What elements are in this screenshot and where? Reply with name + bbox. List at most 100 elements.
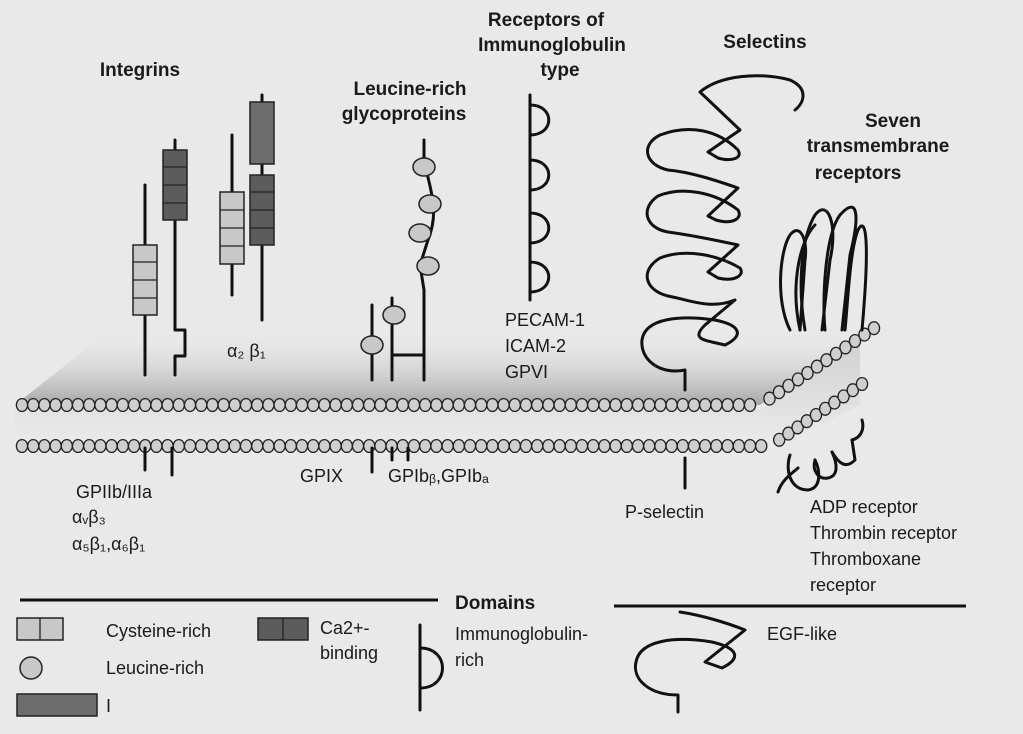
lipid-bead (418, 397, 432, 413)
gpix-label: GPIX (300, 466, 343, 486)
lipid-bead (340, 397, 354, 413)
lipid-bead (598, 438, 611, 454)
lipid-bead (138, 397, 152, 413)
gpib-ix-complex (360, 138, 442, 474)
lipid-bead (642, 438, 656, 454)
lipid-bead (809, 407, 823, 423)
lipid-bead (791, 420, 804, 435)
lipid-bead (329, 397, 342, 413)
i-domain-swatch (16, 693, 98, 717)
lipid-bead (116, 397, 130, 413)
lipid-bead (676, 438, 690, 454)
lipid-bead (564, 438, 578, 454)
lipid-bead (710, 438, 723, 454)
lipid-bead (262, 397, 275, 413)
leucine-rich-heading-line2: glycoproteins (342, 104, 467, 125)
lipid-bead (772, 385, 786, 400)
lipid-bead (82, 397, 96, 413)
lipid-bead (710, 397, 723, 413)
lipid-bead (228, 438, 242, 454)
legend-cysteine-label: Cysteine-rich (106, 621, 211, 641)
integrin-gpiib-iiia (132, 138, 188, 477)
lipid-bead (217, 438, 230, 454)
lipid-bead (150, 397, 163, 413)
legend-title: Domains (455, 593, 535, 614)
egf-like-swatch (633, 610, 747, 714)
lipid-bead (396, 397, 410, 413)
lipid-bead (631, 438, 645, 454)
lipid-bead (676, 397, 690, 413)
legend-i-label: I (106, 696, 111, 716)
lipid-bead (38, 438, 51, 454)
lipid-bead (239, 438, 253, 454)
lipid-bead (791, 372, 805, 387)
lipid-bead (329, 438, 342, 454)
lipid-bead (530, 397, 544, 413)
lipid-bead (374, 438, 387, 454)
leucine-rich-heading-line1: Leucine-rich (354, 79, 467, 100)
adp-receptor-label: ADP receptor (810, 497, 918, 517)
lipid-bead (161, 397, 174, 413)
lipid-bead (351, 438, 365, 454)
lipid-bead (262, 438, 275, 454)
lipid-bead (609, 438, 622, 454)
lipid-bead (239, 397, 253, 413)
lipid-bead (620, 438, 634, 454)
p-selectin (640, 74, 805, 490)
integrins-heading: Integrins (100, 60, 180, 81)
lipid-bead (665, 438, 678, 454)
lipid-bead (183, 397, 197, 413)
seven-tm-heading-line2: transmembrane (807, 136, 950, 157)
lipid-bead (721, 397, 734, 413)
lipid-bead (620, 397, 634, 413)
lipid-bead (318, 397, 331, 413)
lipid-bead (586, 397, 600, 413)
lipid-bead (463, 438, 477, 454)
lipid-bead (206, 397, 219, 413)
ig-receptors-heading-line3: type (540, 60, 579, 81)
lipid-bead (94, 397, 107, 413)
lipid-bead (49, 397, 62, 413)
legend-ca-label-line2: binding (320, 643, 378, 663)
lipid-bead (839, 340, 852, 355)
lipid-bead (828, 395, 841, 410)
lipid-bead (486, 397, 499, 413)
p-selectin-label: P-selectin (625, 502, 704, 522)
lipid-bead (575, 438, 589, 454)
leucine-rich-domain (418, 194, 442, 214)
ig-receptors-heading-line1: Receptors of (488, 10, 605, 31)
lipid-bead (38, 397, 51, 413)
lipid-bead (782, 378, 795, 393)
lipid-bead (800, 414, 814, 429)
seven-tm-heading-line1: Seven (865, 111, 921, 132)
thrombin-receptor-label: Thrombin receptor (810, 523, 957, 543)
leucine-rich-domain (412, 157, 436, 177)
lipid-bead (407, 397, 421, 413)
lipid-bead (441, 438, 454, 454)
lipid-bead (542, 397, 555, 413)
lipid-bead (105, 397, 118, 413)
lipid-bead (772, 432, 786, 447)
lipid-bead (654, 438, 667, 454)
immunoglobulin-receptor (528, 93, 551, 302)
lipid-bead (273, 397, 286, 413)
lipid-bead (430, 438, 443, 454)
lipid-bead (763, 391, 776, 406)
a2b1-label: α₂ β₁ (227, 341, 266, 361)
lipid-bead (665, 397, 678, 413)
lipid-bead (848, 333, 862, 349)
lipid-bead (116, 438, 130, 454)
lipid-bead (250, 438, 264, 454)
lipid-bead (687, 397, 701, 413)
lipid-bead (743, 397, 757, 413)
lipid-bead (642, 397, 656, 413)
lipid-bead (26, 438, 40, 454)
lipid-bead (407, 438, 421, 454)
lipid-bead (698, 438, 712, 454)
lipid-bead (575, 397, 589, 413)
lipid-bead (631, 397, 645, 413)
lipid-bead (837, 389, 850, 404)
leucine-rich-swatch (19, 656, 43, 680)
integrin-a2b1 (219, 93, 275, 322)
